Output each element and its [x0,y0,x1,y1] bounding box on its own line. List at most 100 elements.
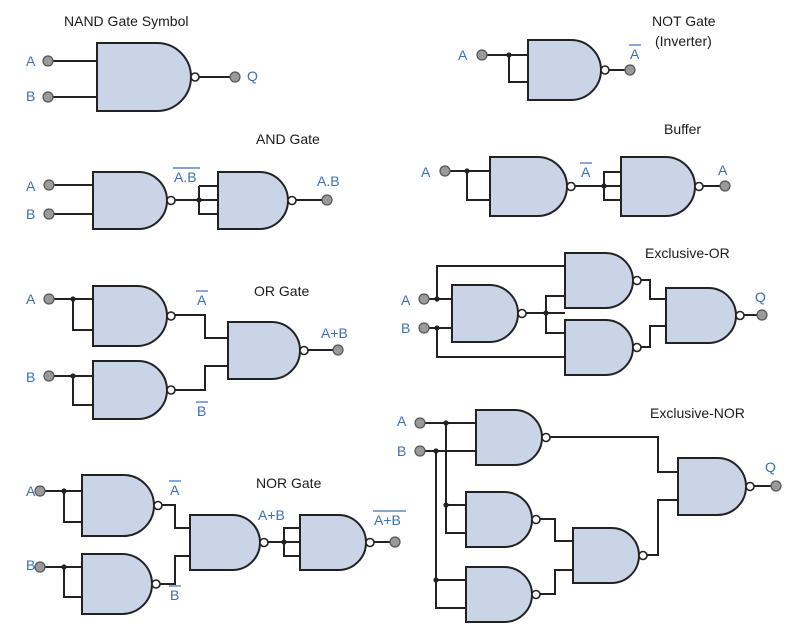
junction-dot [601,183,607,189]
inversion-bubble [166,311,176,321]
inversion-bubble [166,195,176,206]
inversion-bubble [190,72,200,82]
xnor-title: Exclusive-NOR [650,405,745,421]
wire [156,555,190,585]
and-label-mid: A.B [174,169,197,185]
wire [198,186,218,215]
wire [445,423,466,506]
terminal-node [770,480,782,492]
nor-gate-input-b [81,553,153,615]
terminal-node [418,322,430,334]
wire [171,365,228,391]
junction-dot [506,52,512,58]
xor-gate-output [665,287,737,344]
and-label-b: B [26,206,35,222]
inversion-bubble [735,310,745,321]
nor-gate-mid [189,514,261,571]
inversion-bubble [638,550,648,561]
wire [158,504,190,529]
terminal-node [476,49,488,61]
wire [643,499,678,556]
not-gate [527,39,602,101]
wire [603,171,621,186]
inversion-bubble [531,589,541,600]
terminal-node [414,417,426,429]
xnor-gate-3 [465,566,533,623]
junction-dot [434,296,440,302]
terminal-node [43,293,55,305]
wire-layer [45,54,771,609]
buffer-label-mid: A [581,164,591,180]
inversion-bubble [632,275,642,286]
or-gate-input-a [92,285,168,347]
xor-gate-3 [564,319,634,376]
junction-dot [543,310,549,316]
inversion-bubble [745,481,755,492]
buffer-gate-1 [489,156,568,217]
junction-dot [70,373,76,379]
nand-label-a: A [26,53,36,69]
nor-label-mid-a: A [170,482,180,498]
xnor-label-a: A [397,413,407,429]
marker-layer [34,49,782,600]
wire [546,436,678,473]
terminal-node [34,561,46,573]
inversion-bubble [566,181,576,192]
junction-dot [61,488,67,494]
wire [171,314,228,339]
wire [63,567,82,598]
nor-label-out: A+B [374,512,401,528]
terminal-node [756,309,768,321]
nor-gate-input-a [81,474,155,537]
inversion-bubble [517,308,527,319]
or-label-out: A+B [321,325,348,341]
wire [536,569,573,595]
junction-dot [196,197,202,203]
inversion-bubble [153,500,163,511]
junction-dot [464,168,470,174]
wire [637,325,666,348]
buffer-title: Buffer [664,121,701,137]
not-gate-subtitle: (Inverter) [655,33,712,49]
and-gate-2 [217,171,289,230]
or-gate-output [227,321,301,380]
xor-gate-2 [564,252,634,309]
wire [72,376,93,406]
nor-label-mid-b: B [170,587,179,603]
wire [603,186,621,201]
wire [545,295,565,313]
wire [435,580,466,609]
and-label-a: A [26,178,36,194]
xnor-gate-1 [475,409,543,466]
inversion-bubble [694,181,704,192]
terminal-node [42,91,54,103]
xor-label-q: Q [755,289,766,305]
inversion-bubble [259,537,269,548]
terminal-node [414,445,426,457]
nor-label-a: A [26,483,36,499]
or-gate-input-b [92,360,168,420]
junction-dot [281,539,287,545]
xnor-gate-2 [465,491,533,548]
nor-label-b: B [26,557,35,573]
terminal-node [43,179,55,191]
xnor-label-q: Q [765,459,776,475]
nand-label-q: Q [247,68,258,84]
terminal-node [43,208,55,220]
junction-dot [70,296,76,302]
xor-label-b: B [401,320,410,336]
wire [435,451,466,581]
or-gate-title: OR Gate [254,283,309,299]
not-label-a: A [458,47,468,63]
or-label-b: B [26,369,35,385]
nor-label-mid: A+B [258,507,285,523]
wire [508,55,528,83]
buffer-gate-2 [620,156,696,217]
wire [436,328,565,358]
not-label-out: A [630,46,640,62]
inversion-bubble [299,345,309,356]
wire [466,171,490,201]
and-gate-1 [92,171,168,230]
inversion-bubble [632,342,642,353]
not-gate-title: NOT Gate [652,13,716,29]
